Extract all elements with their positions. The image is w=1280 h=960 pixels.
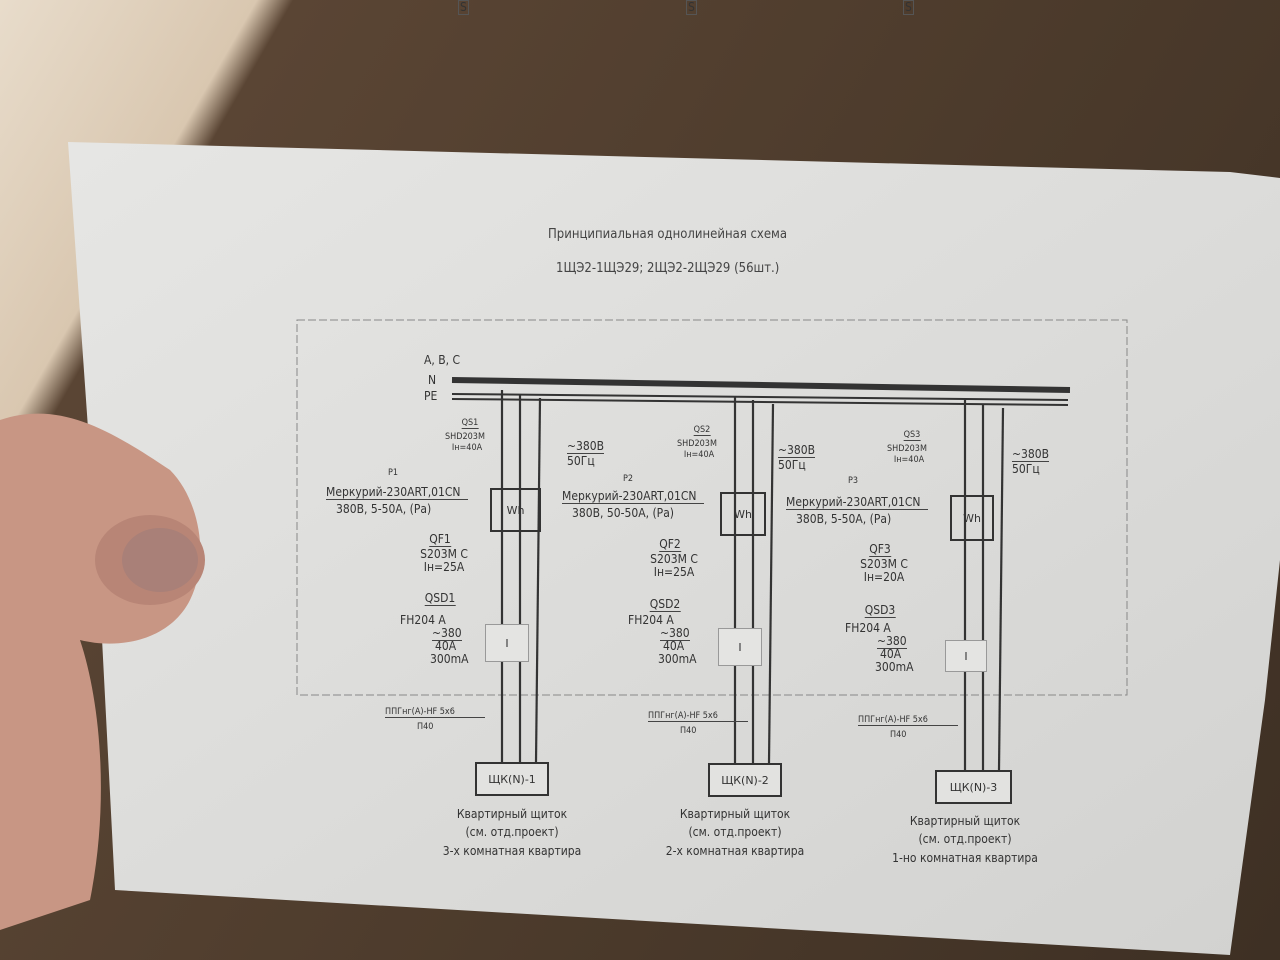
meter-designation: P2 [623, 474, 634, 484]
rcd-voltage: ~380 [877, 634, 907, 649]
breaker-qf-rating: Iн=25A [653, 565, 695, 579]
bus-neutral-label: N [428, 373, 437, 387]
conduit-label: П40 [417, 722, 434, 732]
bus-phases-label: A, B, C [424, 353, 461, 367]
rcd-type-badge: S [458, 0, 469, 15]
pe-conductor [997, 407, 1005, 771]
panel-note: (см. отд.проект) [465, 825, 559, 839]
rcd-voltage: ~380 [660, 626, 690, 641]
meter-model: Меркурий-230ART,01CN [562, 490, 705, 504]
breaker-qs-model: SHD203M [677, 439, 717, 449]
rcd-sensitivity: 300mA [658, 652, 697, 666]
rcd-sensitivity: 300mA [875, 660, 914, 674]
breaker-qs-rating: Iн=40A [683, 450, 715, 460]
apartment-panel-box: ЩК(N)-2 [708, 763, 782, 797]
breaker-qf-label: QF3 [869, 542, 891, 557]
diagram-subtitle: 1ЩЭ2-1ЩЭ29; 2ЩЭ2-2ЩЭ29 (56шт.) [556, 261, 780, 276]
breaker-qs-rating: Iн=40A [451, 443, 483, 453]
conduit-label: П40 [680, 726, 697, 736]
breaker-qf-rating: Iн=20A [863, 570, 905, 584]
rcd-sensitivity: 300mA [430, 652, 469, 666]
rcd-current: 40A [880, 647, 902, 661]
cable-type: ППГнг(А)-HF 5х6 [385, 707, 485, 718]
rcd-symbol: I [718, 628, 762, 666]
apartment-type: 2-х комнатная квартира [665, 844, 805, 858]
rcd-symbol: I [485, 624, 529, 662]
panel-description: Квартирный щиток [909, 814, 1021, 828]
rcd-label: QSD2 [649, 597, 681, 612]
panel-description: Квартирный щиток [679, 807, 791, 821]
apartment-type: 1-но комнатная квартира [892, 851, 1038, 865]
rcd-current: 40A [663, 639, 685, 653]
breaker-qs-label: QS3 [903, 430, 921, 441]
bus-pe-label: PE [424, 389, 438, 403]
rcd-symbol: I [945, 640, 987, 672]
diagram-title: Принципиальная однолинейная схема [548, 227, 788, 242]
breaker-qf-model: S203M C [650, 552, 698, 566]
rcd-type-badge: S [903, 0, 914, 15]
breaker-qs-model: SHD203M [887, 444, 927, 454]
meter-spec: 380В, 5-50А, (Ра) [336, 502, 432, 516]
panel-note: (см. отд.проект) [918, 832, 1012, 846]
rcd-model: FH204 A [400, 613, 446, 627]
breaker-qf-model: S203M C [860, 557, 908, 571]
supply-frequency: 50Гц [778, 458, 806, 472]
apartment-panel-box: ЩК(N)-1 [475, 762, 549, 796]
breaker-qs-model: SHD203M [445, 432, 485, 442]
meter-designation: P1 [388, 468, 399, 478]
apartment-panel-box: ЩК(N)-3 [935, 770, 1012, 804]
apartment-type: 3-х комнатная квартира [442, 844, 582, 858]
breaker-qs-label: QS2 [693, 425, 711, 436]
rcd-label: QSD1 [424, 591, 456, 606]
breaker-qf-model: S203M C [420, 547, 468, 561]
supply-voltage: ~380В [778, 443, 816, 458]
breaker-qf-label: QF2 [659, 537, 681, 552]
hand [0, 413, 205, 930]
rcd-model: FH204 A [628, 613, 674, 627]
rcd-label: QSD3 [864, 603, 896, 618]
supply-frequency: 50Гц [1012, 462, 1040, 476]
meter-spec: 380В, 50-50А, (Ра) [572, 506, 675, 520]
cable-type: ППГнг(А)-HF 5х6 [858, 715, 958, 726]
meter-model: Меркурий-230ART,01CN [786, 496, 929, 510]
supply-voltage: ~380В [1012, 447, 1050, 462]
pe-conductor [767, 403, 775, 764]
meter-spec: 380В, 5-50А, (Ра) [796, 512, 892, 526]
energy-meter-symbol: Wh [490, 488, 541, 532]
panel-description: Квартирный щиток [456, 807, 568, 821]
panel-note: (см. отд.проект) [688, 825, 782, 839]
conduit-label: П40 [890, 730, 907, 740]
meter-designation: P3 [848, 476, 859, 486]
breaker-qs-rating: Iн=40A [893, 455, 925, 465]
dashed-enclosure [296, 319, 1128, 696]
meter-model: Меркурий-230ART,01CN [326, 486, 469, 500]
breaker-qs-label: QS1 [461, 418, 479, 429]
rcd-voltage: ~380 [432, 626, 462, 641]
rcd-model: FH204 A [845, 621, 891, 635]
rcd-current: 40A [435, 639, 457, 653]
breaker-qf-label: QF1 [429, 532, 451, 547]
supply-voltage: ~380В [567, 439, 605, 454]
supply-frequency: 50Гц [567, 454, 595, 468]
breaker-qf-rating: Iн=25A [423, 560, 465, 574]
energy-meter-symbol: Wh [720, 492, 766, 536]
pe-conductor [534, 397, 542, 763]
energy-meter-symbol: Wh [950, 495, 994, 541]
cable-type: ППГнг(А)-HF 5х6 [648, 711, 748, 722]
rcd-type-badge: S [686, 0, 697, 15]
